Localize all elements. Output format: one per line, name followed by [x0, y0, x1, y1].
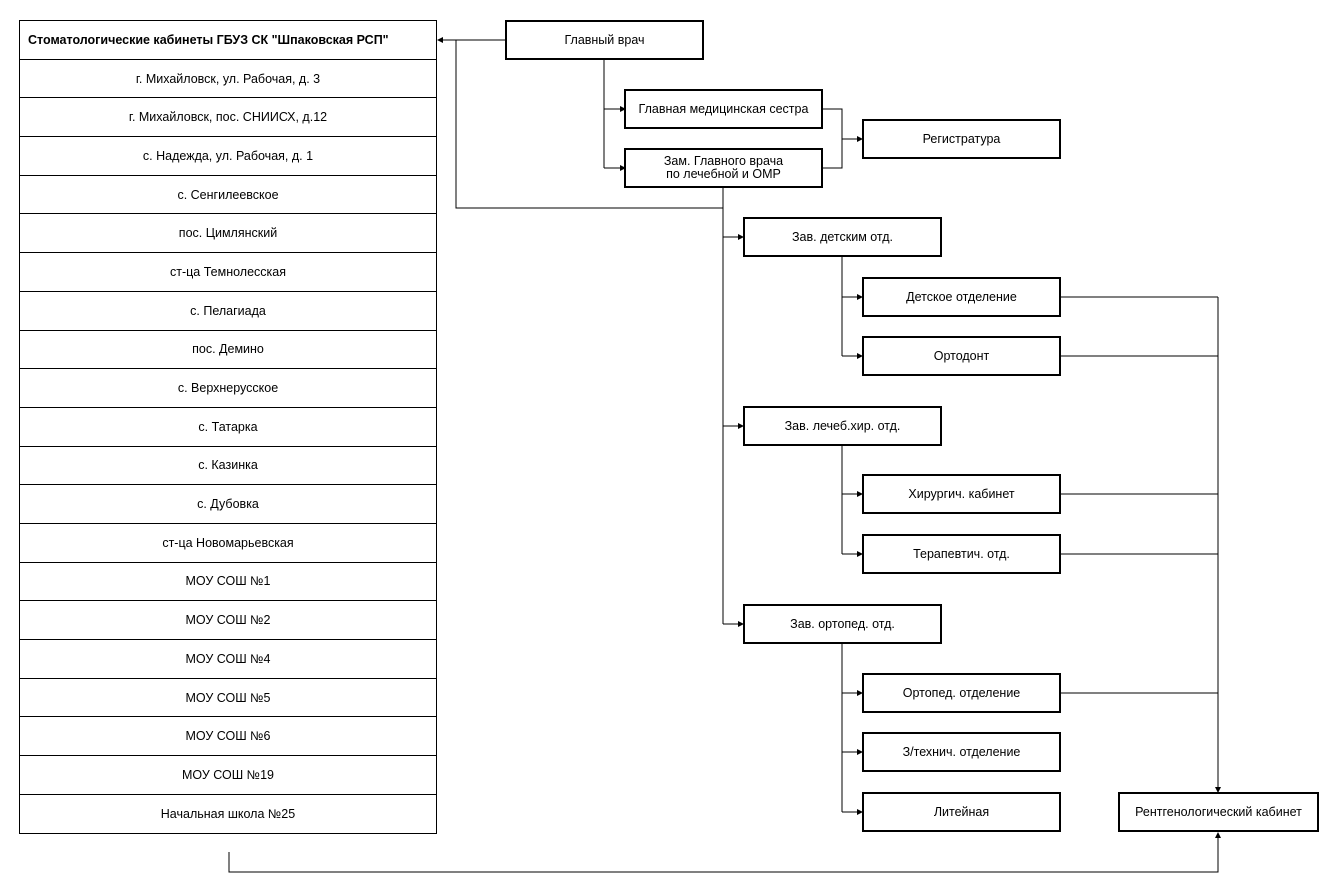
list-item: с. Сенгилеевское	[20, 176, 436, 215]
list-item: с. Верхнерусское	[20, 369, 436, 408]
list-item: МОУ СОШ №6	[20, 717, 436, 757]
list-item: с. Пелагиада	[20, 292, 436, 331]
list-item: с. Казинка	[20, 447, 436, 486]
list-item: ст-ца Темнолесская	[20, 253, 436, 292]
list-item: с. Надежда, ул. Рабочая, д. 1	[20, 137, 436, 176]
list-item: г. Михайловск, ул. Рабочая, д. 3	[20, 60, 436, 99]
registry-box: Регистратура	[862, 119, 1061, 159]
children-dept-box: Детское отделение	[862, 277, 1061, 317]
head-nurse-box: Главная медицинская сестра	[624, 89, 823, 129]
list-item: МОУ СОШ №19	[20, 756, 436, 795]
list-item: с. Татарка	[20, 408, 436, 447]
list-item: МОУ СОШ №5	[20, 679, 436, 718]
list-item: пос. Демино	[20, 331, 436, 370]
list-item: МОУ СОШ №2	[20, 601, 436, 640]
head-therapy-surgery-box: Зав. лечеб.хир. отд.	[743, 406, 942, 446]
head-children-dept-box: Зав. детским отд.	[743, 217, 942, 257]
branch-list: Стоматологические кабинеты ГБУЗ СК "Шпак…	[19, 20, 437, 835]
list-item: с. Дубовка	[20, 485, 436, 524]
branch-list-title: Стоматологические кабинеты ГБУЗ СК "Шпак…	[20, 21, 436, 60]
deputy-chief-box: Зам. Главного врача по лечебной и ОМР	[624, 148, 823, 188]
surgery-room-box: Хирургич. кабинет	[862, 474, 1061, 514]
list-item: Начальная школа №25	[160, 807, 296, 822]
head-orthopedic-box: Зав. ортопед. отд.	[743, 604, 942, 644]
orthopedic-dept-box: Ортопед. отделение	[862, 673, 1061, 713]
chief-doctor-box: Главный врач	[505, 20, 704, 60]
list-item: г. Михайловск, пос. СНИИСХ, д.12	[20, 98, 436, 138]
list-item: МОУ СОШ №4	[20, 640, 436, 679]
list-item: ст-ца Новомарьевская	[20, 524, 436, 563]
therapy-dept-box: Терапевтич. отд.	[862, 534, 1061, 574]
orthodontist-box: Ортодонт	[862, 336, 1061, 376]
list-item: МОУ СОШ №1	[20, 563, 436, 602]
foundry-box: Литейная	[862, 792, 1061, 832]
list-item: пос. Цимлянский	[20, 214, 436, 254]
dental-tech-dept-box: З/технич. отделение	[862, 732, 1061, 772]
xray-room-box: Рентгенологический кабинет	[1118, 792, 1319, 832]
